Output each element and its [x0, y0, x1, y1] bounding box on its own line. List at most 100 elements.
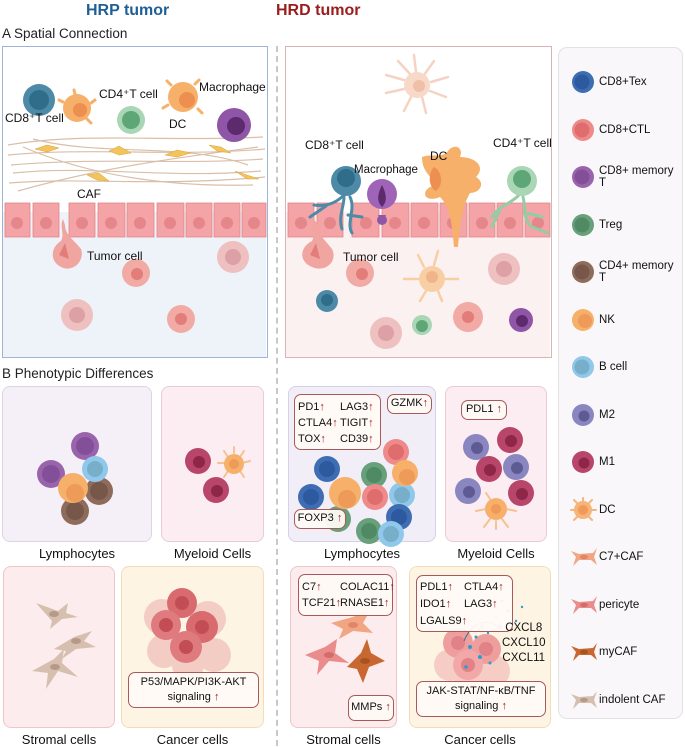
- legend-label: CD4+ memory T: [599, 260, 674, 284]
- cd8-t-cell-icon: [308, 166, 364, 235]
- gzmk-label: GZMK: [390, 397, 423, 409]
- chemokine-cxcl8: CXCL8: [505, 622, 543, 634]
- hrd-spatial-illustration: [287, 53, 551, 349]
- up-arrow-icon: ↑: [319, 401, 325, 413]
- up-arrow-icon: ↑: [385, 701, 391, 713]
- macrophage-label: Macrophage: [354, 164, 418, 176]
- cancer-cell-icon: [443, 628, 501, 680]
- hrd-exhaustion-markers-box: PD1↑LAG3↑CTLA4↑TIGIT↑TOX↑CD39↑: [294, 394, 381, 450]
- m1-macrophage-icon: [497, 427, 523, 453]
- marker-item: LAG3↑: [464, 596, 512, 613]
- marker-item: CTLA4↑: [298, 415, 340, 431]
- marker-item: TOX↑: [298, 431, 340, 447]
- lymphocyte-icon: [572, 166, 594, 188]
- dc-label: DC: [430, 149, 448, 163]
- up-arrow-icon: ↑: [496, 403, 503, 415]
- hrp-cancer-panel: P53/MAPK/PI3K-AKT signaling ↑: [121, 566, 264, 728]
- marker-label: CD39: [340, 433, 369, 445]
- cd4-t-cell-label: CD4⁺T cell: [99, 87, 158, 101]
- signaling-text: signaling: [455, 700, 499, 712]
- lymphocyte-icon: [572, 261, 594, 283]
- up-arrow-icon: ↑: [492, 598, 498, 610]
- indolent-caf-illustration: [32, 603, 96, 689]
- marker-item: PDL1↑: [420, 579, 464, 596]
- chemokine-cxcl11: CXCL11: [502, 652, 546, 664]
- up-arrow-icon: ↑: [335, 597, 342, 609]
- legend-label: indolent CAF: [599, 693, 666, 706]
- caf-cells: [34, 144, 260, 182]
- marker-label: CTLA4: [464, 581, 499, 593]
- marker-label: RNASE1: [340, 597, 385, 609]
- fibroblast-icon: [571, 595, 597, 614]
- hrd-fibroblast-illustration: [305, 609, 385, 683]
- dendritic-cell-icon: [422, 146, 482, 247]
- legend-label: NK: [599, 313, 615, 326]
- legend-label: CD8+ memory T: [599, 165, 674, 189]
- tumor-cells: [52, 219, 249, 333]
- dendritic-cell-icon: [217, 446, 251, 478]
- caf-label: CAF: [77, 187, 101, 201]
- b-cell-icon: [378, 521, 404, 547]
- legend-item: B cell: [571, 355, 627, 379]
- cd8-tex-icon: [314, 456, 340, 482]
- dendritic-cell-icon: [384, 53, 450, 115]
- marker-label: COLAC11: [340, 581, 390, 593]
- tumor-cell-label: Tumor cell: [343, 250, 399, 264]
- hrd-cancer-caption: Cancer cells: [444, 732, 516, 747]
- cd4-t-cell-icon: [117, 106, 145, 134]
- m1-macrophage-icon: [185, 448, 211, 474]
- hrd-lymphocytes-caption: Lymphocytes: [323, 546, 401, 561]
- legend-item: CD8+ memory T: [571, 165, 682, 189]
- legend-label: CD8+CTL: [599, 123, 651, 136]
- section-b-title: B Phenotypic Differences: [2, 366, 154, 381]
- hrd-cancer-signaling-box: JAK-STAT/NF-κB/TNF signaling ↑: [416, 681, 546, 717]
- pericyte-icon: [305, 639, 349, 675]
- hrp-column-title: HRP tumor: [86, 2, 170, 19]
- epithelial-cell-row: [287, 202, 551, 238]
- legend-label: C7+CAF: [599, 551, 644, 563]
- hrd-myeloid-panel: PDL1 ↑: [445, 386, 547, 542]
- chemokine-cxcl10: CXCL10: [502, 637, 546, 649]
- hrd-stromal-markers-box: C7↑COLAC11↑TCF21↑RNASE1↑: [298, 574, 395, 616]
- collagen-fibers: [7, 136, 266, 192]
- m2-macrophage-icon: [455, 478, 481, 504]
- up-arrow-icon: ↑: [498, 581, 504, 593]
- cd8-ctl-icon: [383, 439, 409, 465]
- foxp3-marker-box: FOXP3 ↑: [294, 509, 346, 529]
- marker-item: C7↑: [302, 579, 340, 595]
- section-a-title: A Spatial Connection: [2, 26, 128, 41]
- legend-label: myCAF: [599, 646, 638, 658]
- hrd-lymphocytes-panel: PD1↑LAG3↑CTLA4↑TIGIT↑TOX↑CD39↑ GZMK↑ FOX…: [288, 386, 436, 547]
- legend-label: B cell: [599, 361, 628, 373]
- cd8-t-cell-icon: [23, 84, 55, 116]
- up-arrow-icon: ↑: [368, 401, 374, 413]
- marker-item: LGALS9↑: [420, 613, 467, 630]
- hrp-lymphocytes-caption: Lymphocytes: [38, 546, 116, 561]
- hrp-spatial-illustration: [4, 78, 267, 333]
- marker-label: TOX: [298, 433, 321, 445]
- legend-label: M2: [599, 408, 615, 421]
- dc-label: DC: [169, 117, 187, 131]
- legend-item: CD8+Tex: [571, 70, 647, 94]
- legend-label: pericyte: [599, 598, 640, 611]
- fibroblast-icon: [571, 548, 597, 566]
- hrd-stromal-caption: Stromal cells: [306, 732, 381, 747]
- marker-item: TIGIT↑: [340, 415, 382, 431]
- marker-label: IDO1: [420, 598, 446, 610]
- cd4-memory-t-cell-icon: [85, 477, 113, 505]
- marker-item: LAG3↑: [340, 399, 382, 415]
- foxp3-label: FOXP3: [297, 512, 334, 524]
- marker-label: TIGIT: [340, 417, 369, 429]
- indolent-caf-icon: [32, 603, 96, 689]
- hrp-myeloid-caption: Myeloid Cells: [173, 546, 252, 561]
- hrd-myeloid-caption: Myeloid Cells: [457, 546, 535, 561]
- macrophage-icon: [572, 403, 594, 426]
- hrp-cancer-caption: Cancer cells: [156, 732, 229, 747]
- legend-item: CD8+CTL: [571, 118, 650, 142]
- myeloid-cluster-illustration: [185, 446, 251, 503]
- tumor-cell-label: Tumor cell: [87, 249, 143, 263]
- marker-item: CTLA4↑: [464, 579, 512, 596]
- chemokine-list: CXCL8 CXCL10 CXCL11: [502, 621, 545, 666]
- marker-item: IDO1↑: [420, 596, 464, 613]
- cancer-cell-icon: [151, 588, 218, 663]
